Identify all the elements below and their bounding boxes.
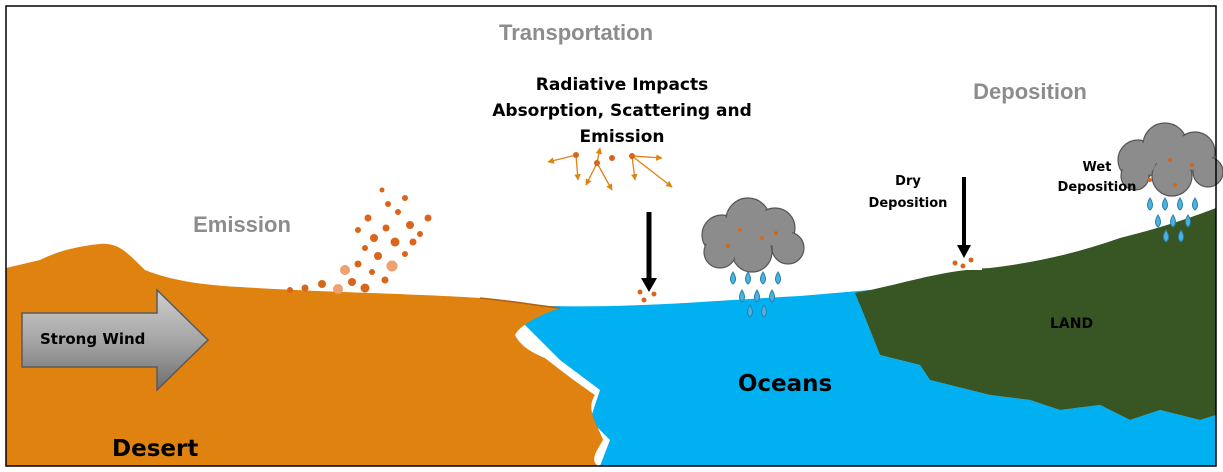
wet-deposition-label: Wet Deposition [1058, 158, 1137, 198]
radiative-impacts-line-1: Radiative Impacts [535, 75, 709, 95]
dry-deposition-label: Dry Deposition [869, 171, 948, 215]
ocean-region [520, 290, 1216, 466]
land-label: LAND [1050, 316, 1094, 332]
dry-deposition-line-2: Deposition [868, 196, 948, 211]
land-region [855, 208, 1216, 420]
emission-dust-particles [287, 187, 432, 294]
ocean-rain-cloud [701, 197, 805, 318]
radiative-scattering-particles [547, 147, 673, 191]
deposition-label: Deposition [973, 79, 1087, 104]
strong-wind-arrow [21, 288, 210, 392]
wet-deposition-line-1: Wet [1082, 160, 1112, 175]
wet-deposition-cloud [1117, 122, 1223, 243]
transportation-label: Transportation [498, 20, 654, 45]
desert-label: Desert [112, 436, 199, 462]
ocean-deposition-arrow [637, 212, 657, 303]
dry-deposition-arrow [952, 177, 982, 270]
desert-region [6, 243, 603, 466]
wet-deposition-line-2: Deposition [1057, 180, 1137, 195]
radiative-impacts-label: Radiative Impacts Absorption, Scattering… [492, 72, 752, 150]
radiative-impacts-line-3: Emission [579, 127, 665, 147]
raindrop-icons [730, 271, 781, 318]
strong-wind-label: Strong Wind [40, 330, 146, 348]
radiative-impacts-line-2: Absorption, Scattering and [492, 101, 752, 121]
oceans-label: Oceans [737, 371, 833, 397]
emission-label: Emission [193, 212, 291, 237]
dry-deposition-line-1: Dry [895, 174, 921, 189]
diagram-frame [5, 5, 1217, 467]
